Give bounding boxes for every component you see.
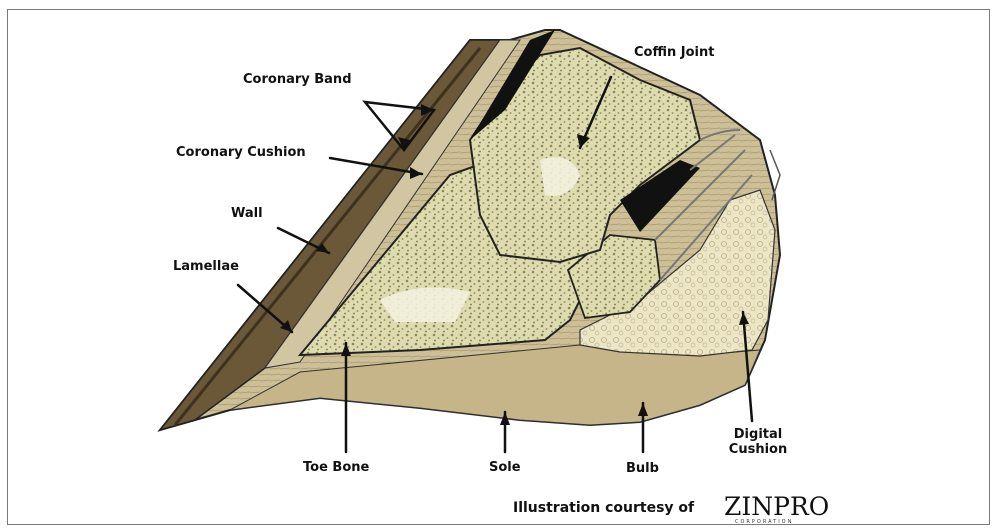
zinpro-logo-subtext: CORPORATION xyxy=(735,519,793,525)
label-digital-cushion-line1: Digital xyxy=(718,428,798,443)
label-coronary-band: Coronary Band xyxy=(243,73,352,88)
label-sole: Sole xyxy=(489,461,521,476)
label-lamellae: Lamellae xyxy=(173,260,239,275)
illustration-credit: Illustration courtesy of xyxy=(513,500,694,516)
label-coffin-joint: Coffin Joint xyxy=(634,46,714,61)
label-coronary-cushion: Coronary Cushion xyxy=(176,146,306,161)
label-wall: Wall xyxy=(231,207,263,222)
label-bulb: Bulb xyxy=(626,462,659,477)
label-toe-bone: Toe Bone xyxy=(303,461,369,476)
label-digital-cushion-line2: Cushion xyxy=(718,443,798,458)
zinpro-logo: ZINPRO xyxy=(724,494,829,519)
label-digital-cushion: Digital Cushion xyxy=(718,428,798,458)
